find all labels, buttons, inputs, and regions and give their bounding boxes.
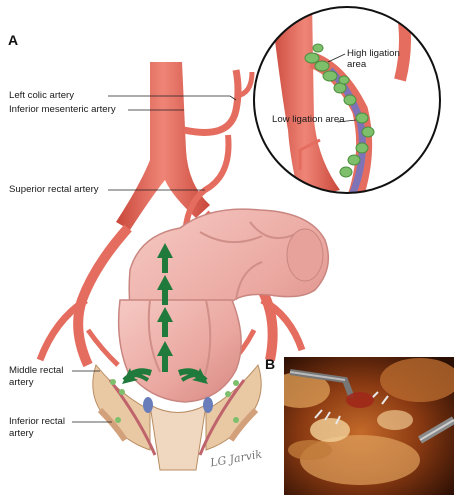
inferior-mesenteric-artery <box>183 69 242 136</box>
label-low-ligation-area: Low ligation area <box>272 114 345 125</box>
ligation-inset <box>253 6 441 194</box>
label-middle-rectal-artery-line1: Middle rectal <box>9 365 64 376</box>
leader-lines <box>72 95 237 423</box>
panel-label-a: A <box>8 32 19 48</box>
aorta <box>116 62 210 230</box>
label-inferior-rectal-artery-line1: Inferior rectal <box>9 416 65 427</box>
panel-label-b: B <box>265 356 276 372</box>
flow-arrows <box>122 243 208 384</box>
label-superior-rectal-artery: Superior rectal artery <box>9 184 99 195</box>
label-middle-rectal-artery-line2: artery <box>9 377 34 388</box>
rectum <box>117 299 242 403</box>
label-high-ligation-line2: area <box>347 59 367 70</box>
label-left-colic-artery: Left colic artery <box>9 90 75 101</box>
pelvic-floor <box>92 363 262 471</box>
label-inferior-rectal-artery-line2: artery <box>9 428 34 439</box>
label-inferior-mesenteric-artery: Inferior mesenteric artery <box>9 104 116 115</box>
label-high-ligation-line1: High ligation <box>347 48 400 59</box>
operative-photo <box>284 357 454 495</box>
